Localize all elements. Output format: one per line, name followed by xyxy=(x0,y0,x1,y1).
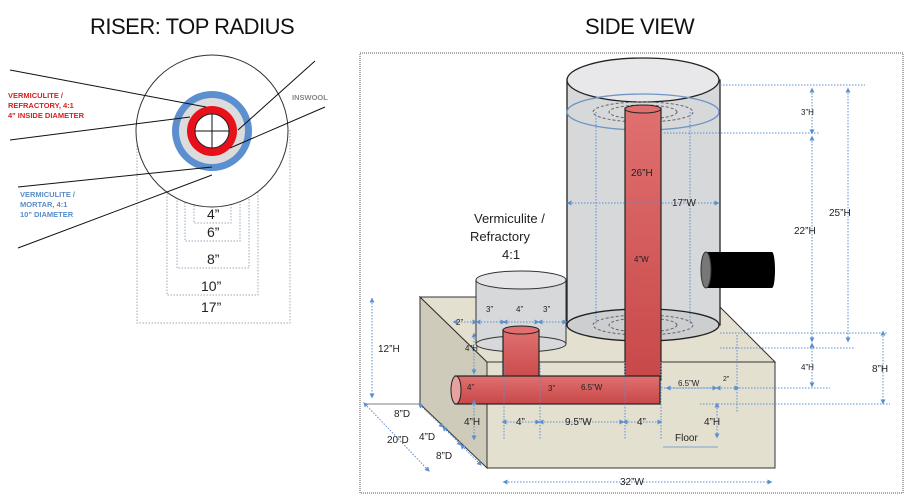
dim-box-height: 12”H xyxy=(378,344,400,355)
feed-pipe xyxy=(502,329,540,383)
dim-riser-width: 4”W xyxy=(634,255,649,264)
diameter-4: 4” xyxy=(207,206,220,222)
dim-base-top: 4”H xyxy=(801,363,814,372)
dim-burn-len: 6.5”W xyxy=(581,383,603,392)
refractory-label-1: VERMICULITE / xyxy=(8,91,64,100)
dim-feed-mid: 4” xyxy=(516,305,523,314)
burn-tunnel xyxy=(454,375,661,405)
dim-depth-mid: 4”D xyxy=(419,432,435,443)
dim-floor-left: 4”H xyxy=(464,417,480,428)
top-view-title: RISER: TOP RADIUS xyxy=(90,14,295,39)
mortar-label-2: MORTAR, 4:1 xyxy=(20,200,67,209)
material-label-2: Refractory xyxy=(470,229,530,244)
dim-barrel-width: 17”W xyxy=(672,198,696,209)
dim-box-width: 32”W xyxy=(620,477,644,488)
riser-pipe xyxy=(624,107,662,381)
dim-exit-len: 6.5”W xyxy=(678,379,700,388)
mortar-label-3: 10" DIAMETER xyxy=(20,210,74,219)
top-view-diagram: VERMICULITE / REFRACTORY, 4:1 4" INSIDE … xyxy=(8,54,328,324)
dim-depth-front: 8”D xyxy=(394,409,410,420)
dim-barrel-total: 25”H xyxy=(829,208,851,219)
mortar-label-1: VERMICULITE / xyxy=(20,190,76,199)
dim-exit-gap: 2” xyxy=(723,376,730,383)
material-label-3: 4:1 xyxy=(502,247,520,262)
dim-feed-offset: 2” xyxy=(456,318,463,327)
diameter-10: 10” xyxy=(201,278,222,294)
dim-seg3: 4” xyxy=(637,417,646,428)
refractory-label-3: 4" INSIDE DIAMETER xyxy=(8,111,85,120)
dim-depth-back: 8”D xyxy=(436,451,452,462)
dim-burn-gap: 3” xyxy=(548,384,555,393)
dim-feed-right: 3” xyxy=(543,305,550,314)
diameter-8: 8” xyxy=(207,251,220,267)
dim-feed-above: 4”H xyxy=(465,344,478,353)
dim-base-right: 8”H xyxy=(872,364,888,375)
inswool-label: INSWOOL xyxy=(292,93,328,102)
dim-barrel-body: 22”H xyxy=(794,226,816,237)
material-label-1: Vermiculite / xyxy=(474,211,545,226)
exhaust-pipe xyxy=(706,252,772,288)
dim-floor-right: 4”H xyxy=(704,417,720,428)
dim-riser-height: 26”H xyxy=(631,168,653,179)
side-view-title: SIDE VIEW xyxy=(585,14,695,39)
diameter-17: 17” xyxy=(201,299,222,315)
floor-label: Floor xyxy=(675,433,698,444)
dim-tube-dia: 4” xyxy=(467,383,474,392)
dim-seg1: 4” xyxy=(516,417,525,428)
refractory-label-2: REFRACTORY, 4:1 xyxy=(8,101,74,110)
dim-top-gap: 3”H xyxy=(801,108,814,117)
dim-depth-total: 20”D xyxy=(387,435,409,446)
diameter-6: 6” xyxy=(207,224,220,240)
side-view-frame xyxy=(359,52,904,494)
dim-seg2: 9.5”W xyxy=(565,417,592,428)
dim-feed-left: 3” xyxy=(486,305,493,314)
